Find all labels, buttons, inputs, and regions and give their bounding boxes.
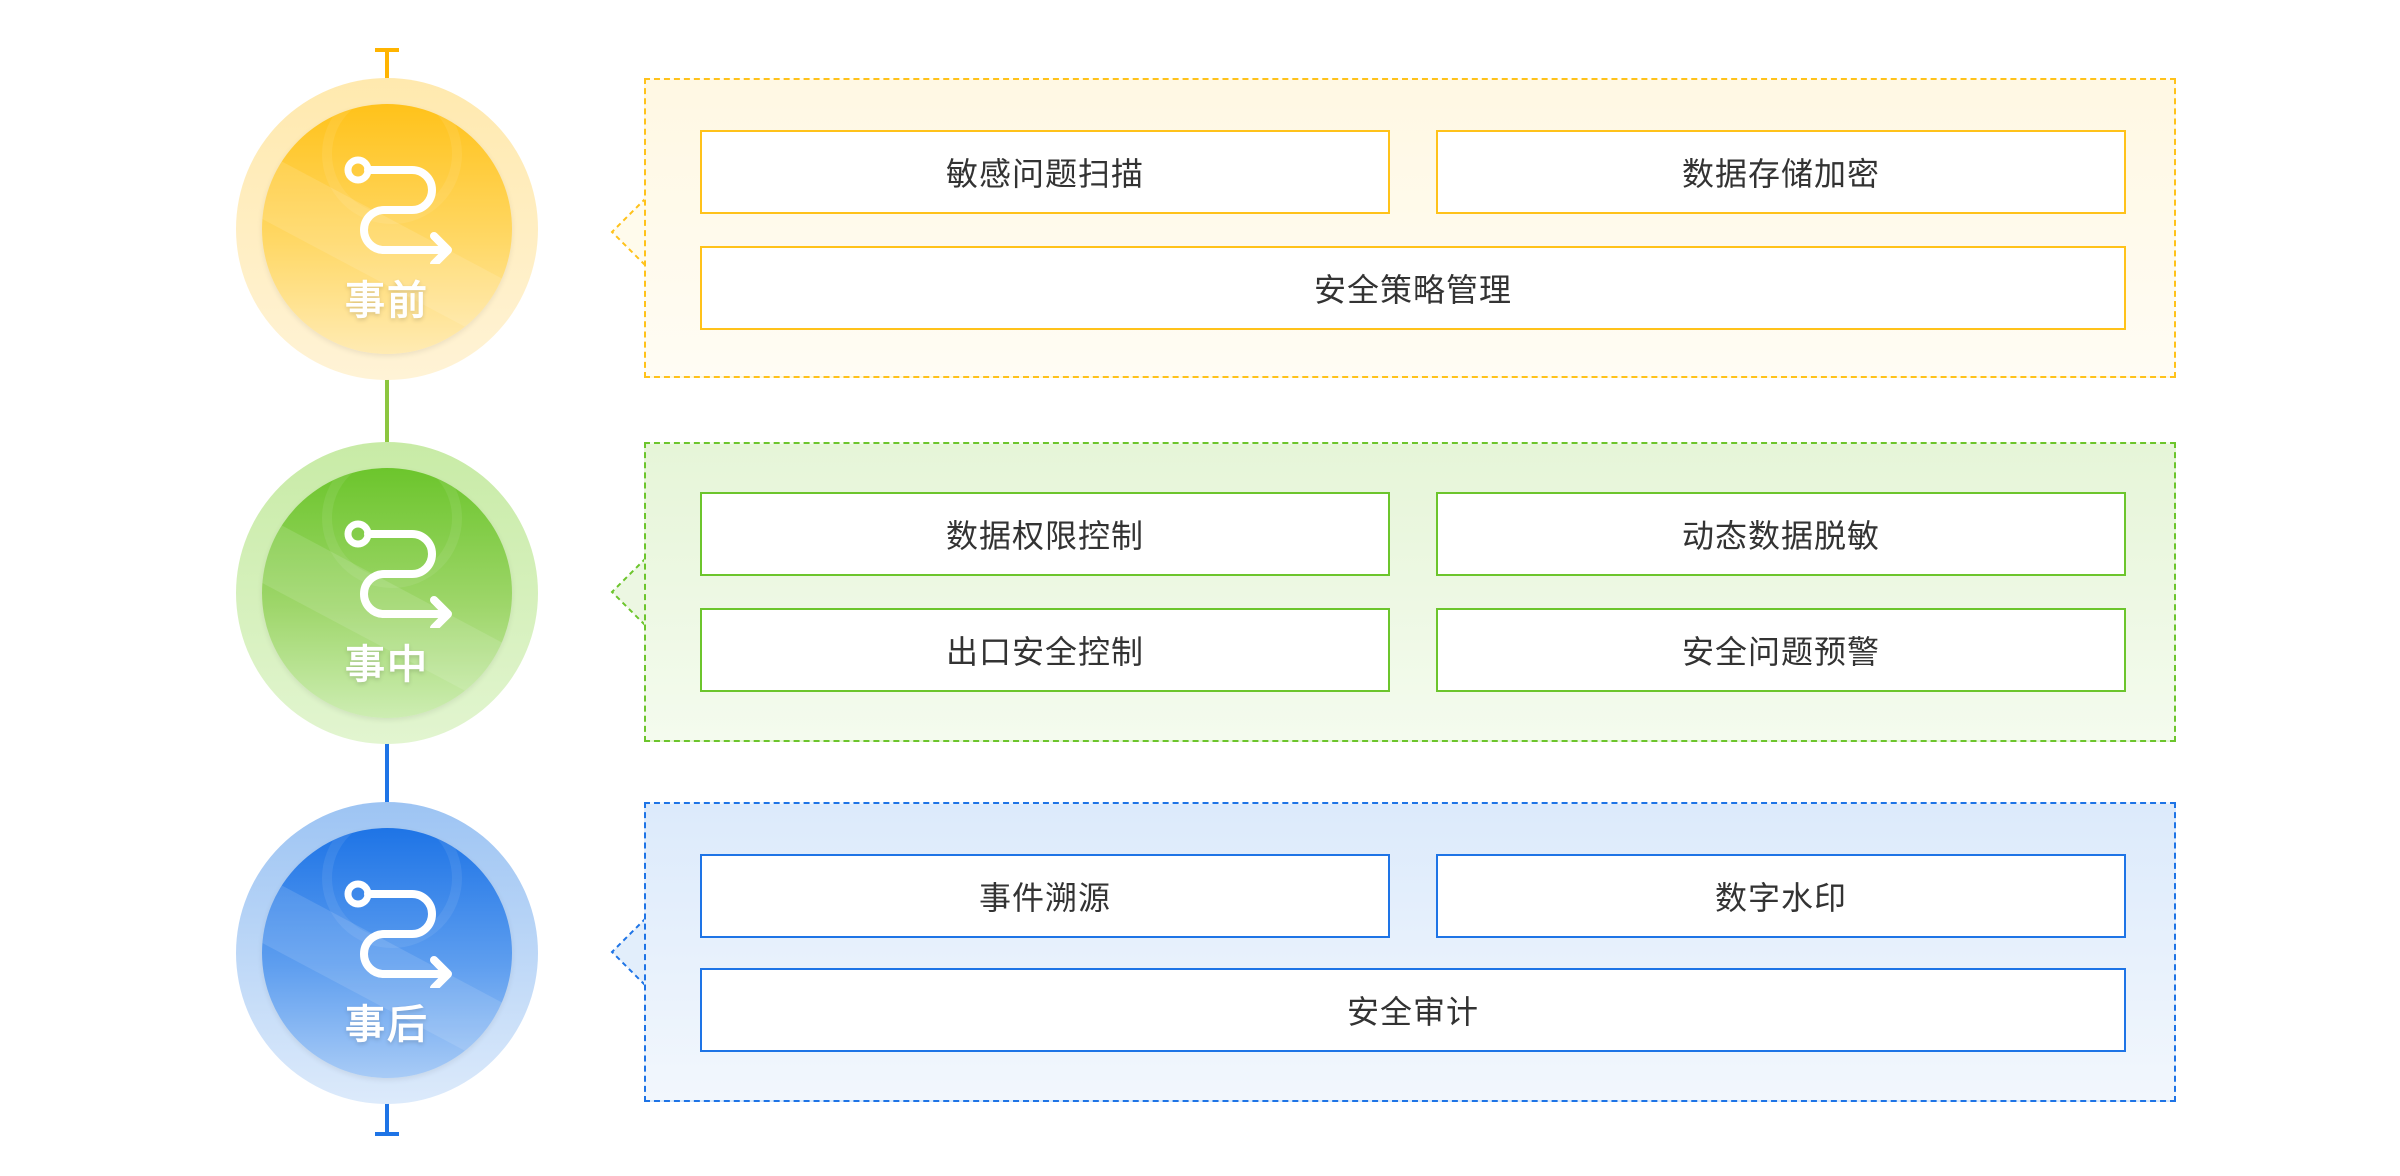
stage-circle-during: 事中	[236, 442, 538, 744]
item-dynamic-masking: 动态数据脱敏	[1436, 492, 2126, 576]
timeline-segment-1	[385, 376, 389, 444]
panel-after	[644, 802, 2176, 1102]
item-security-audit: 安全审计	[700, 968, 2126, 1052]
item-sensitive-scan: 敏感问题扫描	[700, 130, 1390, 214]
timeline-segment-bottom	[385, 1100, 389, 1136]
stage-circle-before: 事前	[236, 78, 538, 380]
item-event-tracing: 事件溯源	[700, 854, 1390, 938]
panel-pointer-after	[610, 917, 646, 987]
stage-circle-inner	[262, 468, 512, 718]
panel-during	[644, 442, 2176, 742]
item-permission-control: 数据权限控制	[700, 492, 1390, 576]
stage-circle-inner	[262, 104, 512, 354]
route-icon	[344, 520, 452, 628]
item-digital-watermark: 数字水印	[1436, 854, 2126, 938]
timeline-bottom-cap	[375, 1132, 399, 1136]
route-icon	[344, 156, 452, 264]
panel-pointer-during	[610, 557, 646, 627]
route-icon	[344, 880, 452, 988]
stage-label-before: 事前	[345, 278, 429, 324]
item-security-alert: 安全问题预警	[1436, 608, 2126, 692]
panel-before	[644, 78, 2176, 378]
timeline-segment-2	[385, 740, 389, 808]
panel-pointer-before	[610, 197, 646, 267]
stage-circle-after: 事后	[236, 802, 538, 1104]
stage-label-during: 事中	[345, 642, 429, 688]
item-storage-encryption: 数据存储加密	[1436, 130, 2126, 214]
stage-circle-inner	[262, 828, 512, 1078]
timeline-segment-top	[385, 48, 389, 84]
item-egress-control: 出口安全控制	[700, 608, 1390, 692]
stage-label-after: 事后	[345, 1002, 429, 1048]
item-policy-management: 安全策略管理	[700, 246, 2126, 330]
